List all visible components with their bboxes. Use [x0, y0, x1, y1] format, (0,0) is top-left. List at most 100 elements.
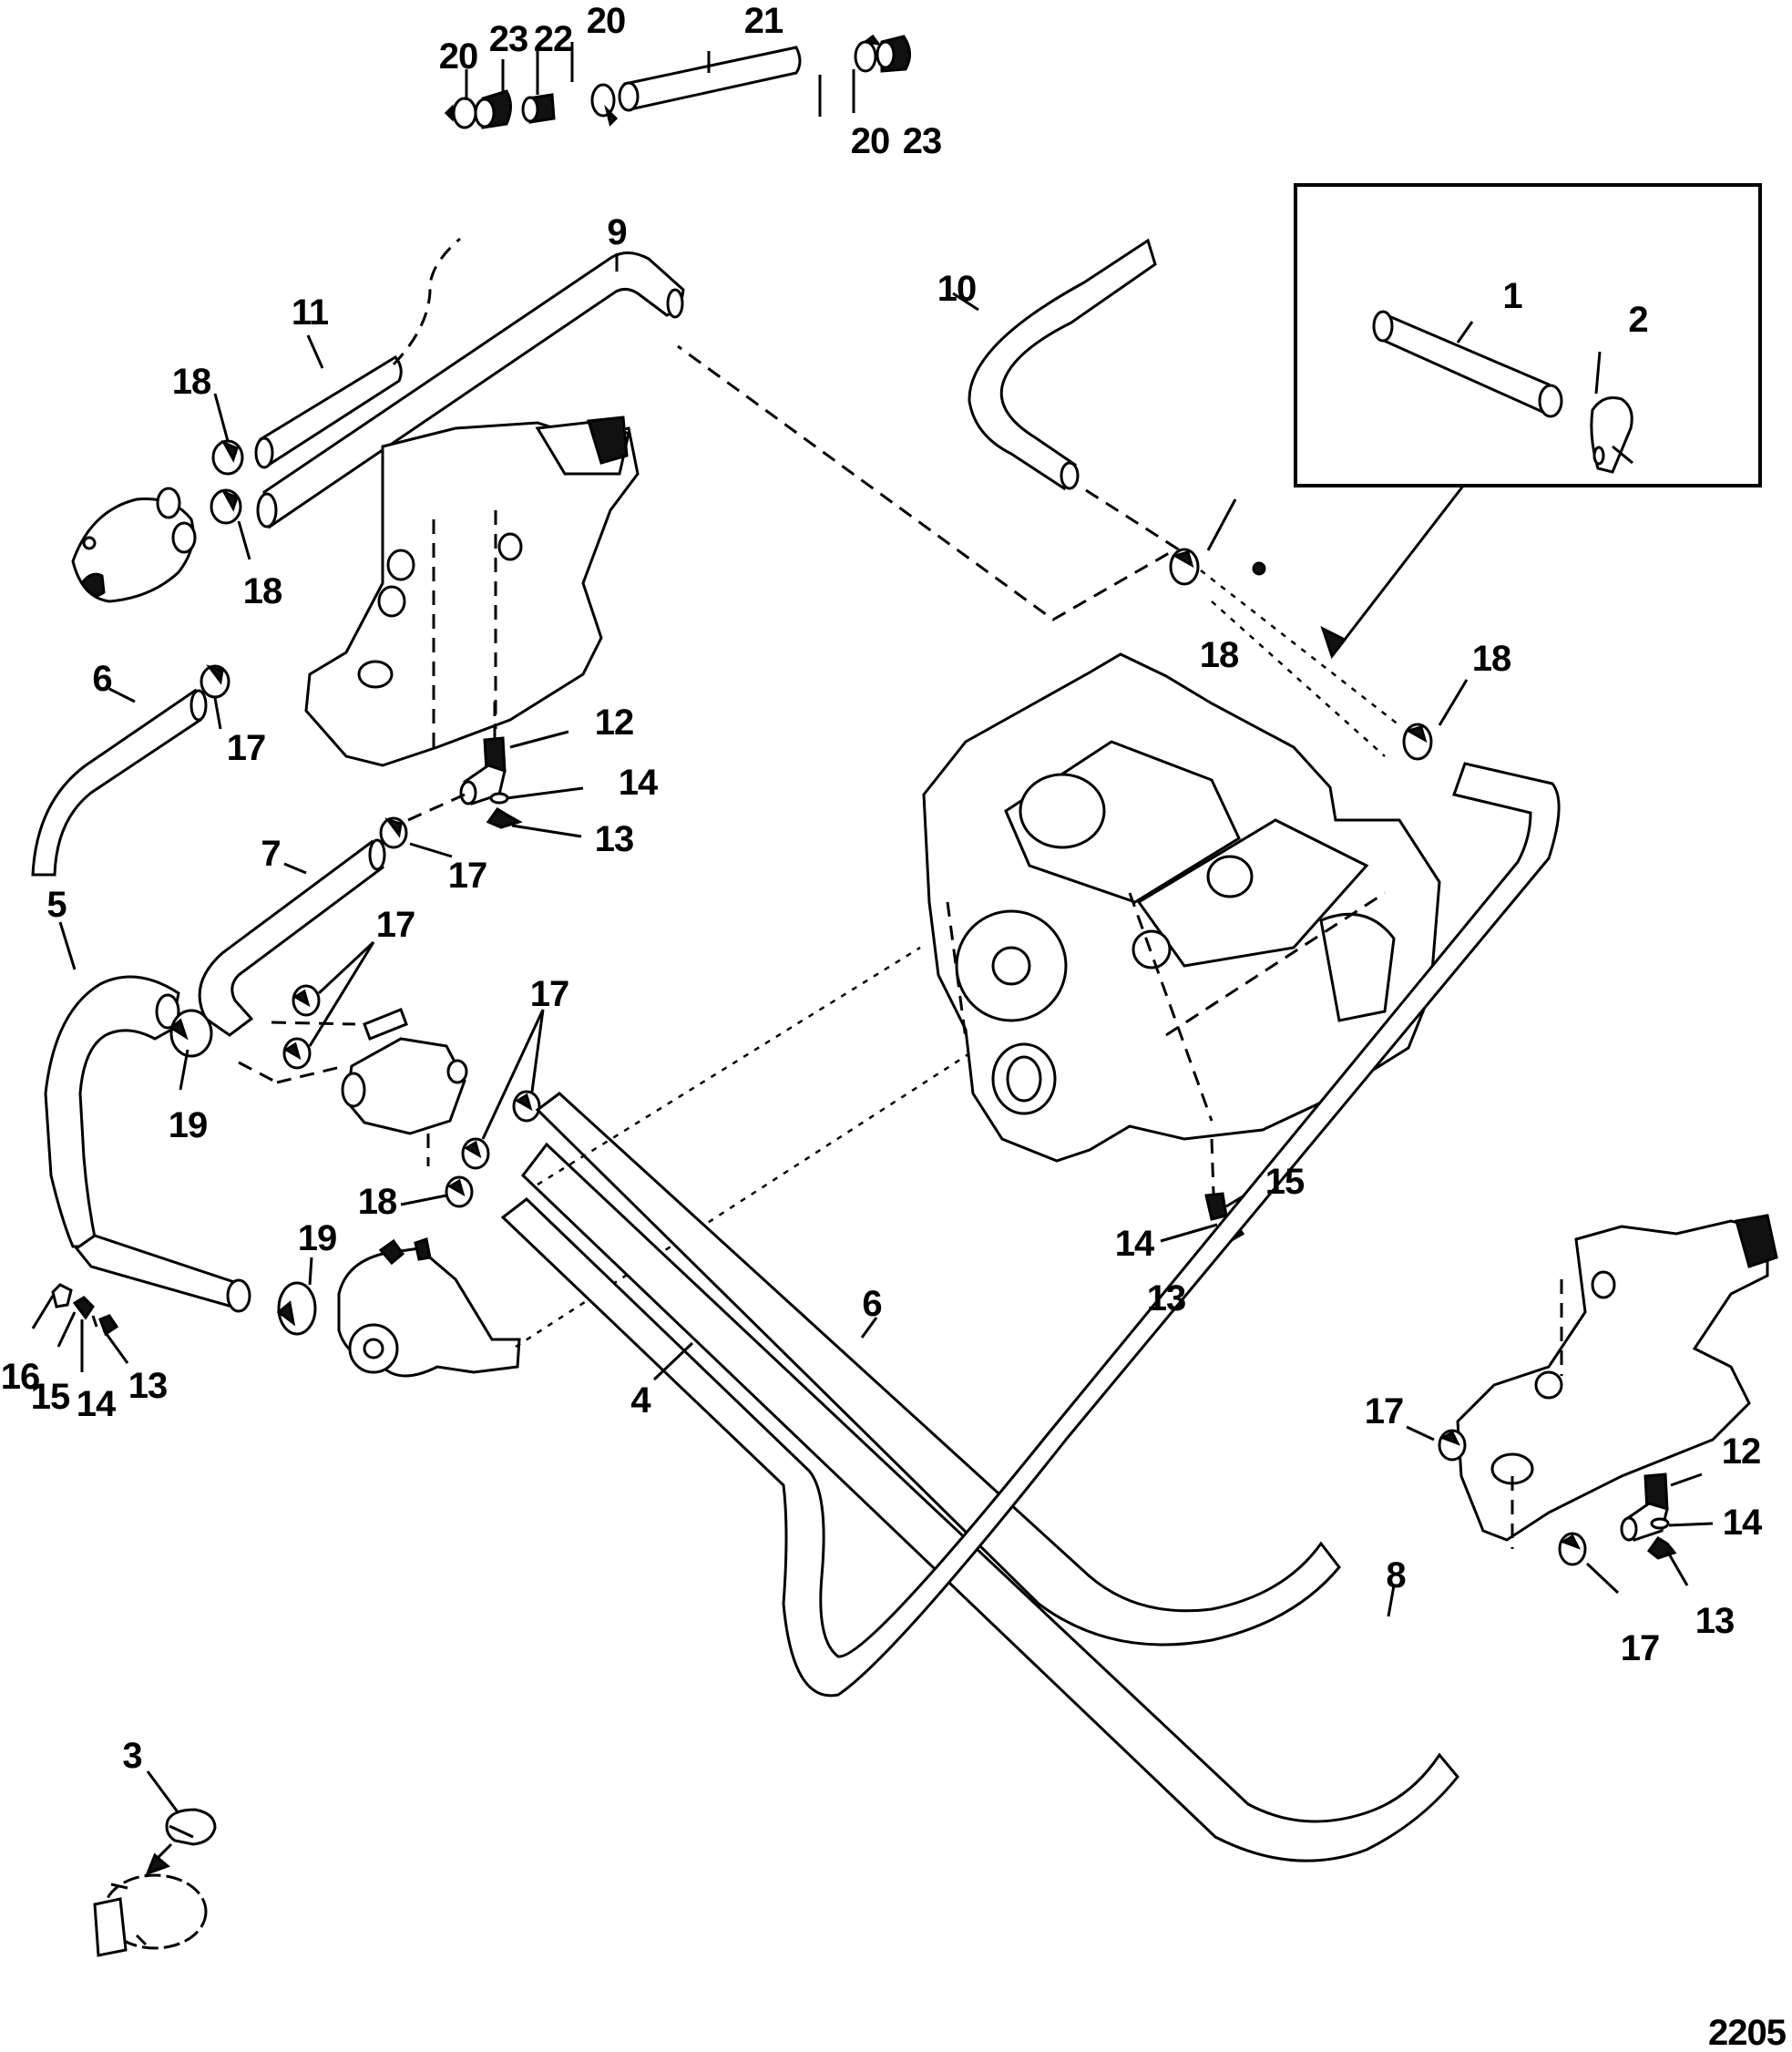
- callout-6b: 6: [862, 1284, 881, 1324]
- leader-17f: [1585, 1562, 1620, 1595]
- plug-13-b: [98, 1314, 119, 1337]
- fitting-16: [51, 1283, 73, 1308]
- hose-clamp-18-c: [445, 1175, 474, 1208]
- p-clip-2: [1590, 396, 1633, 474]
- callout-17e: 17: [1365, 1391, 1404, 1431]
- leader-18b: [237, 520, 251, 560]
- callout-11: 11: [292, 292, 329, 333]
- fitting-23-b: [876, 35, 911, 73]
- thermostat-housing: [71, 487, 197, 603]
- hose-4: [500, 762, 1561, 1698]
- leader-14d: [1668, 1522, 1714, 1527]
- callout-8: 8: [1386, 1555, 1406, 1595]
- leader-17b: [409, 842, 453, 858]
- callout-20a: 20: [439, 36, 478, 77]
- fitting-22: [521, 93, 556, 124]
- callout-9: 9: [607, 212, 626, 252]
- hose-7: [198, 838, 386, 1037]
- callout-13a: 13: [595, 819, 634, 859]
- hose-clamp-17-a: [200, 664, 230, 699]
- dashed-connector-engine-drain: [1210, 1138, 1215, 1195]
- leader-18e: [1438, 679, 1469, 726]
- hose-clamp-17-e: [512, 1090, 541, 1123]
- callout-23b: 23: [903, 121, 942, 161]
- inset-pointer-arrow-icon: [1320, 626, 1347, 660]
- fitting-15-b: [1204, 1192, 1228, 1221]
- leader-14a: [506, 786, 584, 800]
- callout-14d: 14: [1723, 1503, 1763, 1543]
- leader-14c: [1160, 1223, 1218, 1243]
- hose-clamp-17-g: [1438, 1429, 1467, 1462]
- leader-13d: [1665, 1550, 1689, 1586]
- fitting-15-a: [72, 1296, 95, 1320]
- leader-13a: [511, 824, 582, 838]
- clip-arrow-shaft: [155, 1842, 173, 1861]
- hose-10: [968, 238, 1157, 491]
- clip-arrow-icon: [145, 1852, 170, 1876]
- hose-6-upper: [31, 688, 208, 877]
- water-outlet-fitting: [341, 1008, 468, 1135]
- leader-17e: [1406, 1425, 1435, 1442]
- hose-clamp-18-e: [1402, 723, 1433, 761]
- hose-clamp-17-f: [461, 1137, 490, 1170]
- leader-17a: [213, 697, 222, 730]
- dashed-connector-thermo-b: [238, 1061, 278, 1084]
- hose-clamp-18-b: [210, 488, 242, 525]
- leader-12a: [509, 730, 569, 749]
- hose-clamp-19-a: [169, 1009, 213, 1058]
- leader-16: [31, 1295, 55, 1329]
- leader-19a: [179, 1049, 189, 1091]
- exhaust-manifold-starboard: [1456, 1214, 1778, 1549]
- callout-1: 1: [1502, 276, 1522, 316]
- dashed-connector-thermo-c: [276, 1064, 345, 1084]
- top-fitting-kit: [444, 34, 911, 129]
- hose-clamp-17-h: [1558, 1532, 1587, 1566]
- dashed-connector-thermo-engine: [537, 946, 921, 1186]
- callout-10: 10: [937, 269, 977, 309]
- callout-20b: 20: [587, 1, 626, 41]
- callout-13b: 13: [128, 1366, 168, 1406]
- washer-14-b: [91, 1315, 98, 1328]
- leader-18a: [213, 393, 230, 442]
- leader-19b: [308, 1257, 313, 1286]
- callout-17c: 17: [376, 905, 415, 945]
- callout-3: 3: [122, 1736, 141, 1776]
- callout-21: 21: [744, 1, 783, 41]
- leader-12b: [1670, 1472, 1703, 1487]
- leader-6b: [860, 1317, 878, 1339]
- callout-17b: 17: [448, 856, 487, 896]
- washer-14-d: [1650, 1517, 1670, 1530]
- leader-2: [1594, 351, 1602, 395]
- leader-17d-a: [530, 1009, 545, 1093]
- leader-17c-b: [308, 941, 375, 1047]
- leader-4: [652, 1341, 694, 1381]
- leader-11: [306, 334, 324, 369]
- hose-clamp-19-b: [276, 1281, 317, 1336]
- hose-clamp-20-b: [590, 83, 619, 127]
- leader-8: [1387, 1585, 1396, 1617]
- hose-clamp-17-b: [379, 816, 408, 849]
- leader-13b: [102, 1329, 129, 1364]
- callout-16: 16: [1, 1357, 40, 1397]
- callout-18d: 18: [1200, 635, 1239, 675]
- washer-14-a: [489, 792, 509, 805]
- callout-13d: 13: [1695, 1601, 1735, 1641]
- leader-5: [58, 921, 77, 970]
- hose-clamp-detail: [93, 1873, 208, 1957]
- callout-19a: 19: [169, 1105, 208, 1145]
- callout-18e: 18: [1472, 639, 1511, 679]
- fitting-23-a: [474, 89, 512, 129]
- exhaust-manifold-port: [304, 416, 640, 767]
- callout-14c: 14: [1115, 1224, 1155, 1264]
- plug-13-a: [486, 807, 523, 829]
- callout-17a: 17: [227, 728, 266, 768]
- elbow-fitting-12-b: [1620, 1472, 1669, 1542]
- hose-9: [256, 251, 685, 529]
- leader-1: [1456, 321, 1474, 344]
- callout-18c: 18: [358, 1182, 397, 1222]
- callout-5: 5: [46, 885, 67, 925]
- callout-14b: 14: [77, 1384, 117, 1424]
- callout-20c: 20: [851, 121, 890, 161]
